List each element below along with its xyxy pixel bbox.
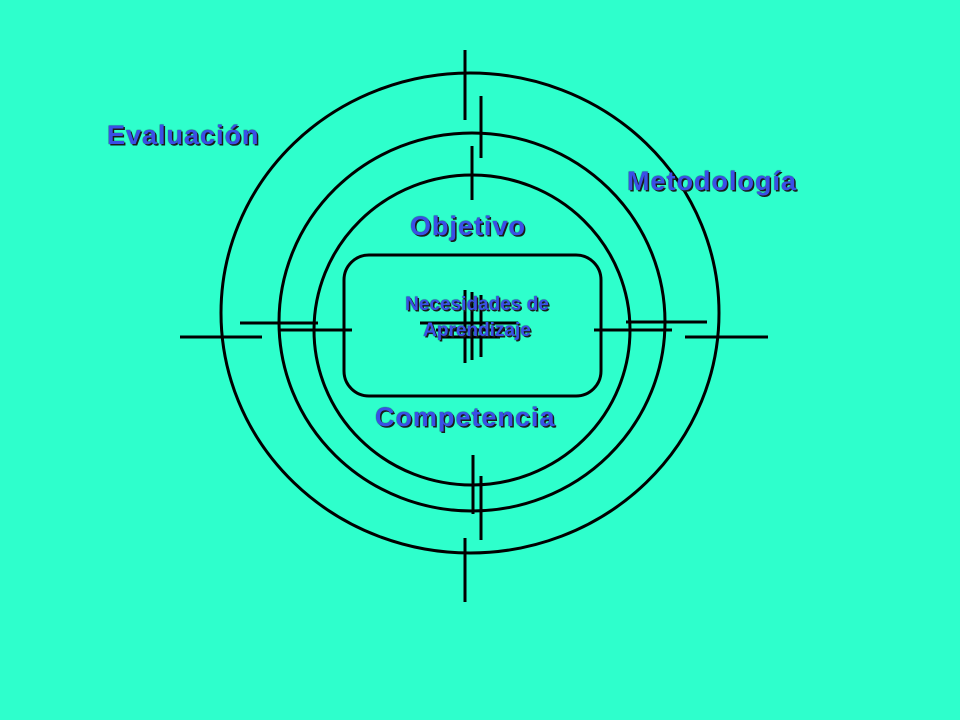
label-metodologia: Metodología bbox=[627, 166, 797, 196]
crosshair-ticks bbox=[180, 50, 768, 602]
label-objetivo: Objetivo bbox=[410, 211, 527, 241]
center-label-line1: Necesidades de bbox=[405, 294, 549, 315]
label-evaluacion: Evaluación bbox=[107, 120, 260, 150]
center-crosshair bbox=[420, 290, 518, 363]
center-rounded-box bbox=[342, 253, 603, 398]
outer-ring bbox=[219, 71, 721, 555]
center-label-line2: Aprendizaje bbox=[423, 320, 531, 341]
center-label: Necesidades de Aprendizaje bbox=[352, 292, 602, 344]
label-competencia: Competencia bbox=[375, 402, 556, 432]
